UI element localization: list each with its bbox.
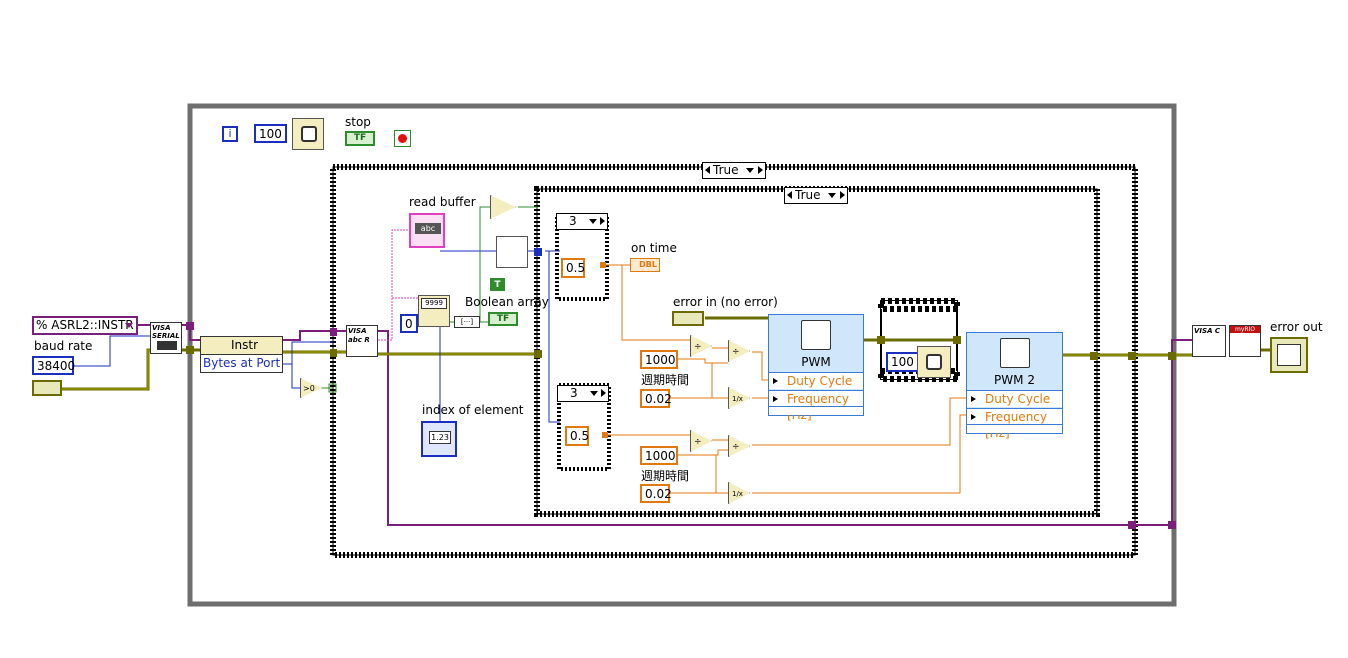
case-a-selector-value: 3 xyxy=(569,214,577,228)
on-time-label: on time xyxy=(631,241,677,255)
pwm-duty-cycle[interactable]: Duty Cycle xyxy=(769,372,863,389)
myrio-reset-icon[interactable]: myRIO xyxy=(1229,325,1261,357)
visa-close-text: VISA C xyxy=(1194,327,1221,335)
index-start-value: 0 xyxy=(405,317,413,331)
true-constant[interactable]: T xyxy=(490,278,505,291)
wait-ms-constant[interactable]: 100 xyxy=(254,124,287,143)
stop-label: stop xyxy=(345,115,371,129)
pwm2-icon xyxy=(1000,338,1030,368)
branch1-period-control[interactable]: 0.02 xyxy=(640,389,672,408)
gt0-text: >0 xyxy=(303,384,315,393)
stop-terminal-text: TF xyxy=(353,133,367,143)
boolean-array-label: Boolean array xyxy=(465,295,549,309)
boolean-terminal-text: TF xyxy=(496,314,510,324)
visa-resource-prefix: % xyxy=(36,318,48,332)
on-time-terminal: DBL xyxy=(639,260,657,269)
iteration-label: i xyxy=(228,127,232,140)
branch1-1000-value: 1000 xyxy=(645,353,676,367)
chevron-down-icon[interactable] xyxy=(125,323,133,328)
visa-close-icon[interactable]: VISA C xyxy=(1192,325,1226,357)
pwm-title: PWM xyxy=(801,355,831,369)
index-of-element-label: index of element xyxy=(422,403,524,417)
visa-resource-value: ASRL2::INSTR xyxy=(51,318,134,332)
true-constant-text: T xyxy=(494,280,501,290)
index-start-constant[interactable]: 0 xyxy=(400,314,418,333)
sequence-wait-value: 100 xyxy=(891,355,914,369)
read-buffer-indicator: abc xyxy=(409,213,445,248)
branch2-period-label: 週期時間 xyxy=(641,469,690,483)
case-a-value: 0.5 xyxy=(566,261,586,275)
error-out-indicator xyxy=(1270,337,1308,373)
branch2-period-control[interactable]: 0.02 xyxy=(640,484,672,503)
error-in-control[interactable] xyxy=(672,311,704,326)
pwm-icon xyxy=(801,320,831,350)
baud-rate-control[interactable]: 38400 xyxy=(32,356,76,375)
wait-ms-icon[interactable] xyxy=(917,346,951,378)
pwm2-expand-handle[interactable] xyxy=(967,424,1062,433)
search-split-string-icon[interactable]: 9999 xyxy=(418,295,450,327)
branch2-period-value: 0.02 xyxy=(645,487,672,501)
read-buffer-terminal: abc xyxy=(415,223,441,234)
case-a-value-constant[interactable]: 0.5 xyxy=(561,258,585,278)
error-in-label: error in (no error) xyxy=(673,295,778,309)
visa-serial-text: VISA SERIAL xyxy=(152,324,180,340)
build-array-icon[interactable]: [···] xyxy=(454,316,480,328)
myrio-text: myRIO xyxy=(1230,326,1260,333)
property-bytes-at-port: Bytes at Port xyxy=(201,355,282,372)
pwm-expand-handle[interactable] xyxy=(769,406,863,415)
outer-case-selector[interactable]: True xyxy=(702,162,766,179)
visa-read-icon[interactable]: VISA abc R xyxy=(346,325,378,357)
wait-ms-icon[interactable] xyxy=(292,118,324,150)
read-buffer-label: read buffer xyxy=(409,195,476,209)
pwm2-duty-cycle[interactable]: Duty Cycle xyxy=(967,390,1062,407)
iteration-terminal: i xyxy=(222,126,238,142)
error-in-left-control[interactable] xyxy=(32,380,62,396)
pwm-frequency[interactable]: Frequency [Hz] xyxy=(769,390,863,422)
visa-resource-control[interactable]: % ASRL2::INSTR xyxy=(32,316,138,335)
stop-terminal[interactable]: TF xyxy=(345,131,375,146)
property-node[interactable]: Instr Bytes at Port xyxy=(200,336,283,373)
property-node-class: Instr xyxy=(201,337,282,355)
pwm2-express-vi[interactable]: PWM 2 Duty Cycle Frequency [Hz] xyxy=(966,332,1063,440)
visa-configure-serial-icon[interactable]: VISA SERIAL xyxy=(150,322,182,354)
baud-rate-label: baud rate xyxy=(34,339,93,353)
branch2-1000-value: 1000 xyxy=(645,449,676,463)
branch1-period-label: 週期時間 xyxy=(641,373,690,387)
case-b-selector-value: 3 xyxy=(570,386,578,400)
wait-ms-value: 100 xyxy=(259,127,282,141)
baud-rate-value: 38400 xyxy=(37,359,76,373)
search-1d-array-icon[interactable] xyxy=(496,236,528,268)
pwm-express-vi[interactable]: PWM Duty Cycle Frequency [Hz] xyxy=(768,314,864,422)
visa-read-text: VISA abc R xyxy=(348,327,370,344)
index-terminal: 1.23 xyxy=(429,431,451,444)
error-out-label: error out xyxy=(1270,320,1323,334)
case-b-value-constant[interactable]: 0.5 xyxy=(565,426,589,446)
case-b-selector[interactable]: 3 xyxy=(557,385,609,402)
search-text: 9999 xyxy=(421,298,447,309)
pwm2-title: PWM 2 xyxy=(994,373,1035,387)
case-a-selector[interactable]: 3 xyxy=(556,213,608,230)
index-of-element-indicator: 1.23 xyxy=(421,421,457,457)
branch2-1000-constant[interactable]: 1000 xyxy=(640,446,678,465)
boolean-array-indicator: TF xyxy=(488,312,518,326)
inner-case-value: True xyxy=(795,188,821,202)
pwm2-frequency[interactable]: Frequency [Hz] xyxy=(967,408,1062,440)
on-time-indicator: DBL xyxy=(630,258,660,272)
branch1-period-value: 0.02 xyxy=(645,392,672,406)
branch1-1000-constant[interactable]: 1000 xyxy=(640,350,678,369)
outer-case-value: True xyxy=(713,163,739,177)
stop-condition-icon[interactable] xyxy=(394,130,411,147)
inner-case-selector[interactable]: True xyxy=(784,187,848,204)
sequence-wait-constant[interactable]: 100 xyxy=(886,352,919,372)
case-b-value: 0.5 xyxy=(570,429,590,443)
